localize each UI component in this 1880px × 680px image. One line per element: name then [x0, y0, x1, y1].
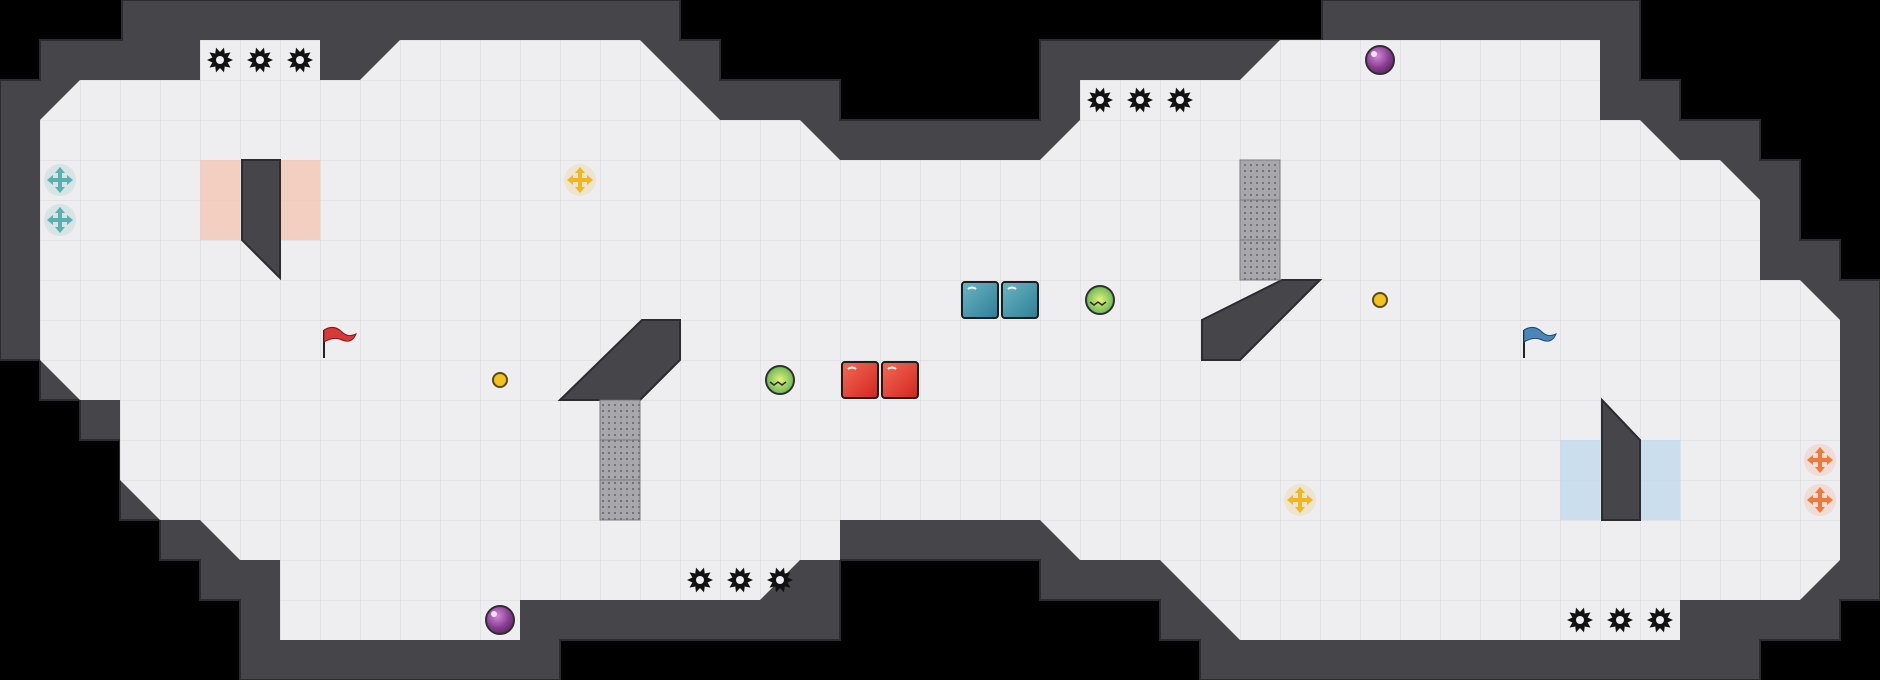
yellow-spawn-marker: [564, 164, 596, 196]
spike-icon: [1167, 87, 1193, 113]
spike-icon: [1087, 87, 1113, 113]
teal-spawn-marker: [44, 164, 76, 196]
gray-gate-left: [599, 399, 641, 521]
blue-boost-pad: [961, 281, 1039, 319]
spike-group: [207, 47, 1673, 633]
orange-spawn-marker: [1804, 444, 1836, 476]
blue-flag-icon: [1523, 326, 1557, 358]
spike-icon: [1647, 607, 1673, 633]
floor-area: [40, 40, 1840, 640]
spike-icon: [207, 47, 233, 73]
yellow-spawn-marker: [1284, 484, 1316, 516]
spike-icon: [767, 567, 793, 593]
blue-zone-right: [1640, 440, 1680, 520]
red-boost-pad: [841, 361, 919, 399]
spike-icon: [1567, 607, 1593, 633]
orange-spawn-marker: [1804, 484, 1836, 516]
gold-button-icon: [492, 292, 1388, 388]
spike-icon: [287, 47, 313, 73]
spawn-markers: [44, 164, 1836, 516]
inner-walls: [241, 159, 1641, 521]
spike-icon: [727, 567, 753, 593]
blue-zone-left: [1560, 440, 1600, 520]
spike-icon: [247, 47, 273, 73]
tagpro-powerup-icon: [765, 285, 1115, 395]
spike-icon: [1607, 607, 1633, 633]
spike-icon: [1127, 87, 1153, 113]
teal-spawn-marker: [44, 204, 76, 236]
purple-portal-icon: [485, 45, 1395, 635]
red-flag-icon: [323, 326, 357, 358]
red-zone-right: [280, 160, 320, 240]
red-zone-left: [200, 160, 240, 240]
spike-icon: [687, 567, 713, 593]
gray-gate-right: [1239, 159, 1281, 281]
